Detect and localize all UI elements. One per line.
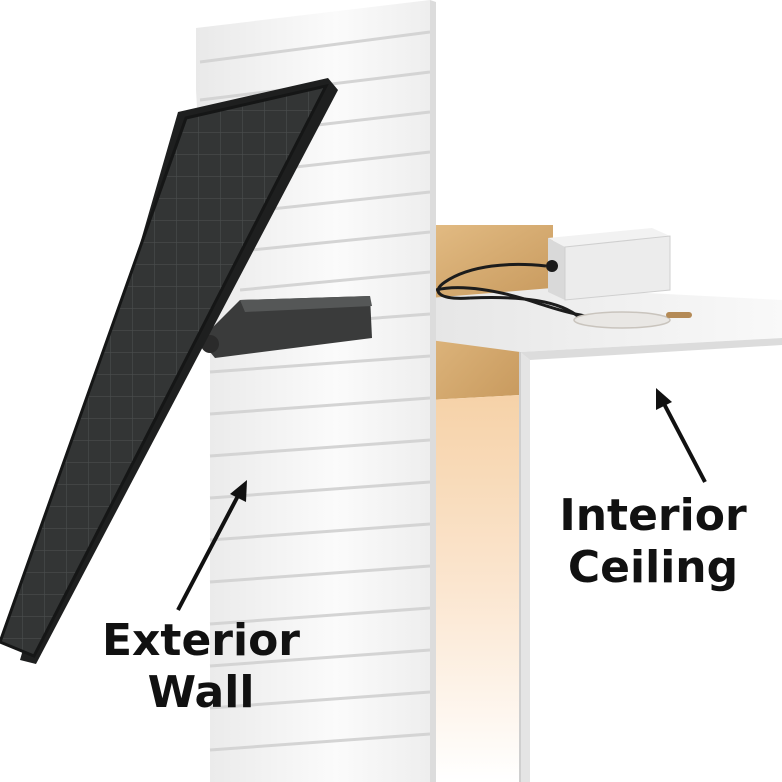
exterior-wall-label: Exterior Wall (96, 615, 306, 719)
interior-structure (428, 225, 782, 782)
light-disc (573, 311, 692, 329)
exterior-wall-label-line2: Wall (147, 667, 255, 718)
interior-ceiling-label-line1: Interior (559, 490, 747, 541)
solar-panel-icon (0, 78, 338, 664)
exterior-wall-label-line1: Exterior (101, 615, 301, 666)
arrow-exterior-wall (176, 480, 247, 611)
interior-ceiling-label: Interior Ceiling (548, 490, 758, 594)
interior-ceiling-face (520, 338, 782, 360)
interior-wall-glow (428, 395, 520, 782)
arrow-interior-ceiling (656, 388, 707, 483)
battery-box-icon (546, 228, 671, 301)
interior-ceiling-label-line2: Ceiling (567, 542, 739, 593)
interior-wall-face (520, 352, 530, 782)
ceiling-wood-cut (430, 225, 553, 298)
